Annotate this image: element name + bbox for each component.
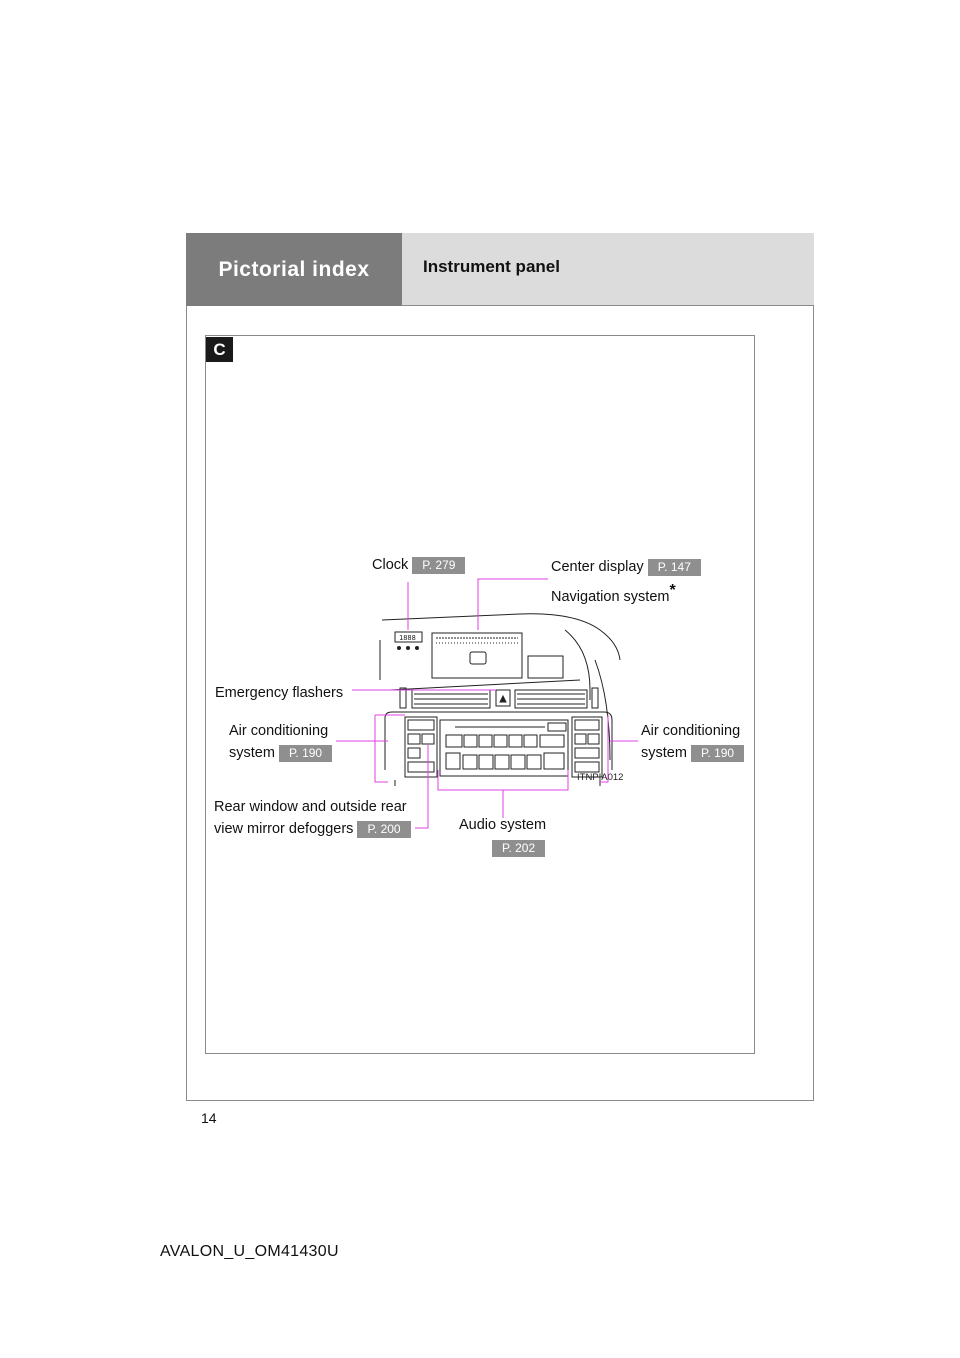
center-display-page-ref[interactable]: P. 147 bbox=[647, 558, 701, 576]
emergency-flashers-label: Emergency flashers bbox=[215, 685, 344, 701]
clock-page-ref[interactable]: P. 279 bbox=[412, 556, 466, 574]
audio-system-ref-wrap: P. 202 bbox=[492, 838, 546, 858]
center-display-label: Center display P. 147 bbox=[551, 557, 701, 577]
audio-system-page-ref[interactable]: P. 202 bbox=[492, 839, 546, 857]
air-conditioning-right-label: Air conditioning system P. 190 bbox=[641, 721, 745, 763]
document-code: AVALON_U_OM41430U bbox=[160, 1243, 339, 1260]
section-letter-badge: C bbox=[206, 337, 233, 362]
footnote-asterisk: * bbox=[669, 582, 676, 599]
defoggers-page-ref[interactable]: P. 200 bbox=[357, 820, 411, 838]
section-title: Pictorial index bbox=[186, 233, 402, 306]
page-number: 14 bbox=[201, 1110, 217, 1126]
air-conditioning-left-label: Air conditioning system P. 190 bbox=[229, 721, 333, 763]
page-title: Instrument panel bbox=[402, 233, 814, 306]
air-conditioning-right-page-ref[interactable]: P. 190 bbox=[690, 744, 745, 762]
image-code: ITNPIA012 bbox=[577, 772, 623, 783]
defoggers-label: Rear window and outside rear view mirror… bbox=[214, 797, 411, 839]
navigation-system-label: Navigation system* bbox=[551, 582, 676, 605]
figure-frame bbox=[205, 335, 755, 1054]
svg-text:1888: 1888 bbox=[399, 634, 416, 642]
audio-system-label: Audio system bbox=[459, 817, 547, 833]
air-conditioning-left-page-ref[interactable]: P. 190 bbox=[278, 744, 333, 762]
clock-label: Clock P. 279 bbox=[372, 555, 466, 575]
